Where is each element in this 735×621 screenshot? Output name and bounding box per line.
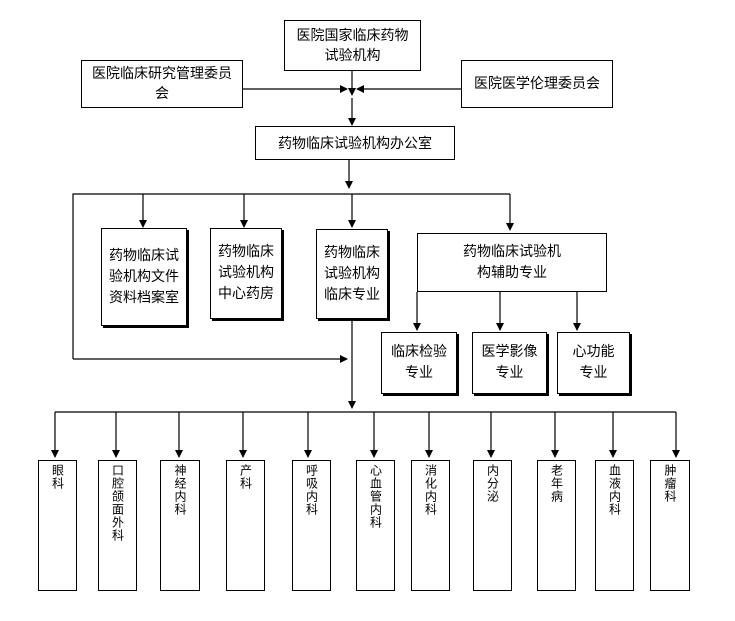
department-box-respiratory: 呼吸内科: [292, 460, 331, 591]
pharmacy-label: 药物临床试验机构中心药房: [218, 244, 274, 302]
department-label: 血液内科: [607, 464, 622, 516]
department-box-geriatrics: 老年病: [537, 460, 576, 591]
department-box-obstetrics: 产科: [226, 460, 265, 591]
ethics-committee-box: 医院医学伦理委员会: [461, 60, 613, 108]
research-committee-box: 医院临床研究管理委员会: [81, 60, 243, 108]
aux-specialty-imaging: 医学影像专业: [472, 332, 547, 394]
aux-specialty-lab: 临床检验专业: [381, 332, 457, 394]
research-committee-label: 医院临床研究管理委员会: [92, 66, 232, 102]
institution-box: 医院国家临床药物试验机构: [284, 20, 421, 71]
office-box: 药物临床试验机构办公室: [255, 126, 455, 160]
institution-label: 医院国家临床药物试验机构: [296, 27, 409, 64]
department-label: 产科: [238, 464, 253, 490]
auxiliary-box: 药物临床试验机构辅助专业: [417, 233, 607, 292]
department-box-ophthalmology: 眼科: [38, 460, 77, 591]
aux-specialty-label: 医学影像专业: [481, 344, 538, 381]
department-box-neurology: 神经内科: [160, 460, 200, 591]
department-box-endocrinology: 内分泌: [473, 460, 512, 591]
department-label: 内分泌: [485, 464, 500, 503]
clinical-box: 药物临床试验机构临床专业: [316, 229, 388, 319]
department-label: 消化内科: [423, 464, 438, 516]
office-label: 药物临床试验机构办公室: [278, 136, 432, 152]
auxiliary-label: 药物临床试验机构辅助专业: [463, 243, 561, 281]
aux-specialty-label: 临床检验专业: [391, 344, 447, 381]
department-label: 口腔颌面外科: [110, 464, 125, 542]
pharmacy-box: 药物临床试验机构中心药房: [210, 228, 282, 319]
department-box-gastroenterology: 消化内科: [411, 460, 450, 591]
department-box-hematology: 血液内科: [595, 460, 634, 591]
department-box-cardiology: 心血管内科: [356, 460, 395, 591]
department-label: 老年病: [549, 464, 564, 503]
distribution-bar-units: [72, 193, 510, 359]
aux-specialty-cardiac: 心功能专业: [557, 332, 630, 394]
clinical-label: 药物临床试验机构临床专业: [324, 244, 380, 303]
archive-label: 药物临床试验机构文件资料档案室: [109, 247, 179, 306]
department-label: 眼科: [50, 464, 65, 490]
department-label: 肿瘤科: [663, 464, 677, 503]
department-label: 心血管内科: [368, 464, 383, 529]
department-box-oral-surgery: 口腔颌面外科: [98, 460, 137, 591]
department-label: 呼吸内科: [304, 464, 319, 516]
department-box-oncology: 肿瘤科: [650, 460, 690, 591]
archive-box: 药物临床试验机构文件资料档案室: [101, 228, 187, 326]
aux-specialty-label: 心功能专业: [572, 344, 615, 381]
department-label: 神经内科: [173, 464, 187, 516]
ethics-committee-label: 医院医学伦理委员会: [474, 76, 600, 92]
